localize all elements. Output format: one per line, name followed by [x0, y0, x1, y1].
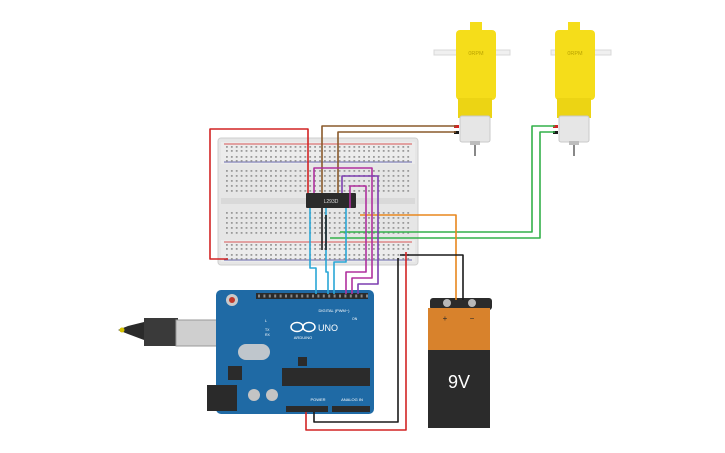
led-rx-label: RX [265, 333, 271, 337]
usb-plug[interactable] [144, 318, 178, 346]
battery-9v[interactable]: + − 9V [428, 298, 492, 428]
led-on-label: ON [352, 317, 358, 321]
led-tx-label: TX [265, 328, 270, 332]
wires [209, 125, 555, 431]
wire-magenta-in1 [313, 167, 373, 294]
wire-blue-en2 [333, 208, 347, 294]
battery-voltage: 9V [448, 372, 470, 392]
wire-orange-battery-plus [360, 214, 457, 300]
wire-red-vcc-loop [209, 128, 309, 260]
wire-magenta-in3 [345, 185, 367, 294]
battery-plus: + [443, 314, 448, 323]
motor-1[interactable]: 0RPM [433, 22, 511, 156]
wire-purple-in2 [341, 175, 379, 294]
wire-red-arduino-5v [305, 252, 407, 431]
motor-1-rpm: 0RPM [468, 51, 484, 57]
reset-button[interactable] [229, 297, 235, 303]
arduino-uno[interactable]: UNO ARDUINO DIGITAL (PWM~) POWER ANALOG … [118, 290, 374, 414]
wire-brown-motor1-a [321, 125, 456, 193]
l293d-chip[interactable]: L293D [306, 193, 356, 208]
digital-header-label: DIGITAL (PWM~) [319, 308, 351, 313]
wire-black-battery-minus [400, 254, 464, 300]
wire-blue-en1 [309, 208, 317, 294]
chip-label: L293D [324, 199, 339, 205]
wire-brown-motor1-b [337, 131, 456, 193]
breadboard-holes [226, 146, 410, 260]
arduino-model: UNO [318, 323, 338, 333]
motor-2-rpm: 0RPM [567, 51, 583, 57]
battery-minus: − [470, 314, 475, 323]
wire-green-motor2-a [340, 125, 555, 233]
led-l-label: L [265, 319, 267, 323]
motor-2[interactable]: 0RPM [550, 22, 612, 156]
power-header-label: POWER [310, 397, 325, 402]
analog-header-label: ANALOG IN [341, 397, 363, 402]
wire-black-arduino-gnd [313, 258, 399, 423]
arduino-brand: ARDUINO [294, 335, 312, 340]
wire-green-motor2-b [330, 131, 555, 239]
arduino-logo [290, 321, 316, 333]
